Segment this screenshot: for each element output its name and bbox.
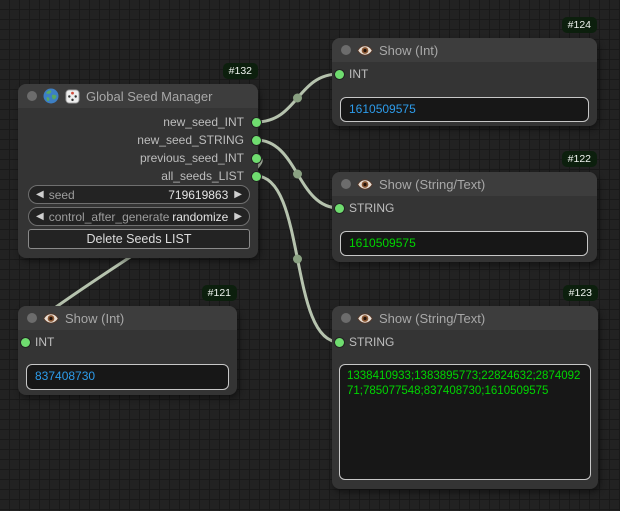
node-titlebar[interactable]: Show (Int)	[18, 306, 237, 330]
collapse-dot[interactable]	[341, 45, 351, 55]
output-slot-all-seeds-list[interactable]	[251, 171, 261, 181]
node-titlebar[interactable]: Global Seed Manager	[18, 84, 258, 108]
output-label-new-seed-int: new_seed_INT	[163, 115, 244, 129]
output-slot-new-seed-int[interactable]	[251, 117, 261, 127]
node-titlebar[interactable]: Show (String/Text)	[332, 306, 598, 330]
collapse-dot[interactable]	[27, 313, 37, 323]
int-value-display[interactable]: 837408730	[26, 364, 229, 390]
node-titlebar[interactable]: Show (String/Text)	[332, 172, 597, 196]
node-title-text: Show (String/Text)	[379, 310, 486, 326]
input-slot-int[interactable]	[20, 337, 30, 347]
node-id-badge: #122	[561, 151, 597, 167]
seed-widget-value[interactable]: 719619863	[168, 187, 229, 202]
node-id-badge: #121	[201, 285, 237, 301]
node-id-badge: #123	[562, 285, 598, 301]
string-value-display[interactable]: 1610509575	[340, 231, 588, 256]
next-option-arrow-icon[interactable]: ▶	[234, 211, 242, 222]
input-slot-string[interactable]	[334, 203, 344, 213]
collapse-dot[interactable]	[341, 179, 351, 189]
node-id-badge: #132	[222, 63, 258, 79]
prev-option-arrow-icon[interactable]: ◀	[36, 211, 44, 222]
collapse-dot[interactable]	[341, 313, 351, 323]
eye-icon	[357, 312, 373, 325]
globe-icon	[43, 88, 59, 104]
input-label: STRING	[349, 201, 395, 215]
control-after-generate-label: control_after_generate	[48, 209, 170, 224]
die-icon	[65, 88, 80, 104]
link-midpoint-dot[interactable]	[293, 254, 302, 264]
seed-widget[interactable]: ◀ seed 719619863 ▶	[28, 185, 250, 204]
eye-icon	[43, 312, 59, 325]
eye-icon	[357, 44, 373, 57]
collapse-dot[interactable]	[27, 91, 37, 101]
node-title-text: Show (Int)	[379, 42, 439, 58]
int-value-display[interactable]: 1610509575	[340, 97, 589, 122]
output-slot-previous-seed-int[interactable]	[251, 153, 261, 163]
decrement-arrow-icon[interactable]: ◀	[36, 189, 44, 200]
node-global-seed-manager[interactable]: #132 Global Seed Manager new_seed_INT ne…	[18, 63, 261, 258]
node-id-badge: #124	[561, 17, 597, 33]
node-show-string-123[interactable]: #123 Show (String/Text) STRING 133841093…	[332, 285, 598, 489]
input-label: INT	[35, 335, 55, 349]
input-slot-string[interactable]	[334, 337, 344, 347]
input-label: INT	[349, 67, 369, 81]
node-title-text: Show (String/Text)	[379, 176, 486, 192]
node-titlebar[interactable]: Show (Int)	[332, 38, 597, 62]
node-show-int-121[interactable]: #121 Show (Int) INT 837408730	[18, 285, 237, 395]
node-title-text: Global Seed Manager	[86, 88, 213, 104]
node-show-string-122[interactable]: #122 Show (String/Text) STRING 161050957…	[332, 151, 597, 262]
seed-widget-label: seed	[48, 187, 75, 202]
output-label-new-seed-string: new_seed_STRING	[137, 133, 244, 147]
input-label: STRING	[349, 335, 395, 349]
delete-seeds-list-button[interactable]: Delete Seeds LIST	[28, 229, 250, 249]
node-title-text: Show (Int)	[65, 310, 125, 326]
increment-arrow-icon[interactable]: ▶	[234, 189, 242, 200]
output-label-previous-seed-int: previous_seed_INT	[139, 151, 244, 165]
eye-icon	[357, 178, 373, 191]
control-after-generate-value[interactable]: randomize	[172, 209, 229, 224]
output-slot-new-seed-string[interactable]	[251, 135, 261, 145]
link-midpoint-dot[interactable]	[293, 93, 302, 103]
string-value-display[interactable]: 1338410933;1383895773;22824632;287409271…	[339, 364, 591, 480]
output-label-all-seeds-list: all_seeds_LIST	[161, 169, 244, 183]
link-midpoint-dot[interactable]	[293, 169, 302, 179]
input-slot-int[interactable]	[334, 69, 344, 79]
node-show-int-124[interactable]: #124 Show (Int) INT 1610509575	[332, 17, 597, 126]
control-after-generate-widget[interactable]: ◀ control_after_generate randomize ▶	[28, 207, 250, 226]
